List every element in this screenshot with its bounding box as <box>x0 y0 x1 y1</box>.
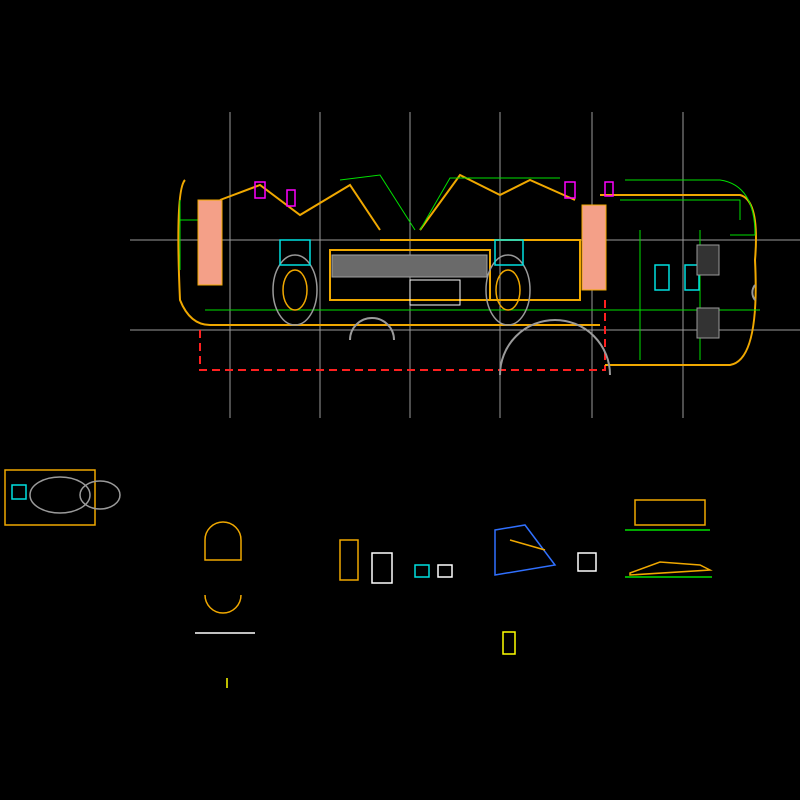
highlight-rooms <box>254 181 614 207</box>
detail-entrance <box>494 524 597 655</box>
stair-right <box>581 204 607 291</box>
detail-views <box>4 469 713 688</box>
detail-restroom-plan <box>4 469 121 526</box>
plaza-right <box>751 284 756 301</box>
building-outline <box>177 173 757 366</box>
plaza-large <box>499 319 611 376</box>
detail-small-rooms <box>339 539 453 584</box>
oval-atria <box>272 254 531 326</box>
stair-left <box>197 199 223 286</box>
detail-spiral-stair <box>195 521 255 688</box>
hatched-rooms <box>696 244 720 339</box>
glass-hall <box>409 279 461 306</box>
restroom-fixtures <box>279 239 700 291</box>
detail-section <box>625 499 713 578</box>
plaza-small <box>349 317 395 341</box>
paving-band <box>331 254 488 278</box>
site-boundary <box>199 300 606 371</box>
